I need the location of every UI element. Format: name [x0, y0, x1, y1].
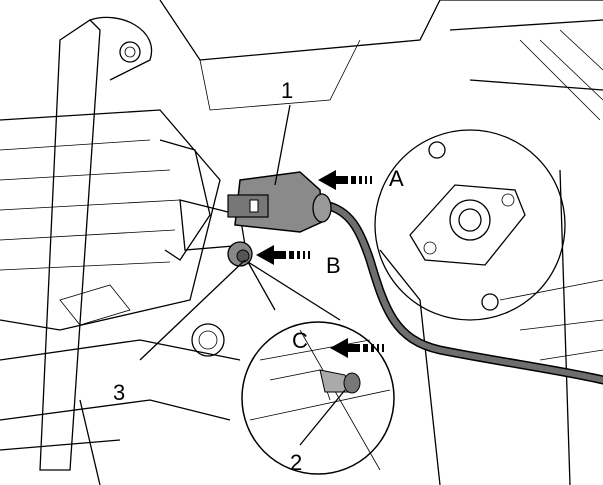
- electrical-connector: [227, 171, 332, 233]
- arrow-c-icon: [330, 338, 384, 358]
- flange-plate: [374, 129, 566, 321]
- magnified-inset: [241, 261, 395, 475]
- callout-a: A: [389, 166, 404, 191]
- callout-c: C: [292, 328, 308, 353]
- callout-3: 3: [113, 380, 126, 405]
- callout-b: B: [326, 253, 341, 278]
- sensor-bolt: [227, 241, 253, 267]
- callout-2: 2: [290, 450, 303, 475]
- arrow-b-icon: [256, 245, 310, 265]
- callout-1: 1: [281, 78, 294, 103]
- leader-lines: [139, 104, 346, 446]
- arrow-a-icon: [318, 170, 372, 190]
